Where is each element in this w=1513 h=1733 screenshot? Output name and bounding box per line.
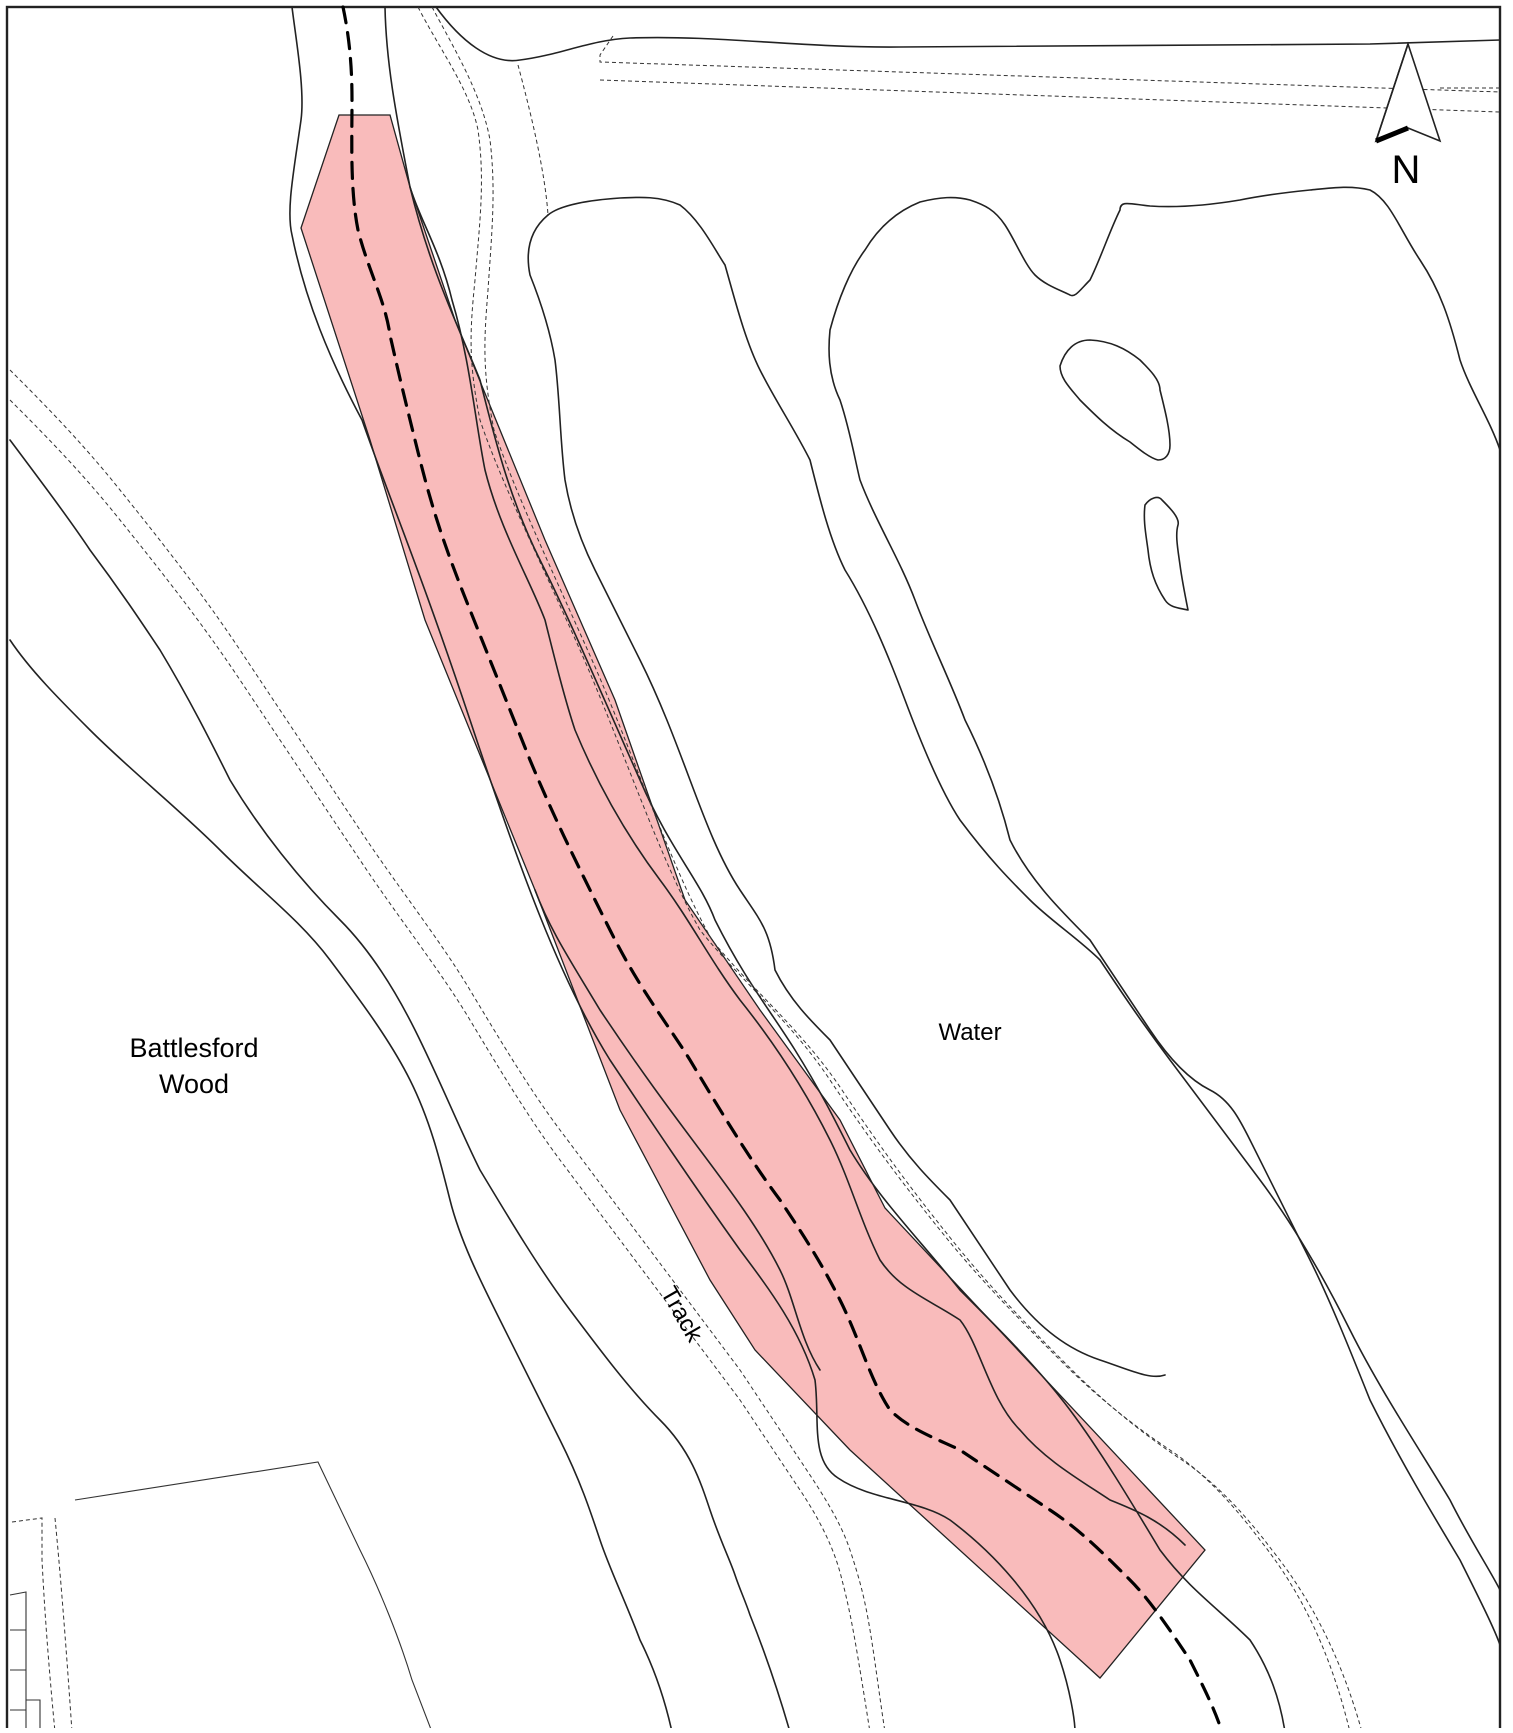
field-line-1 <box>9 439 791 1733</box>
island-1 <box>1059 339 1171 461</box>
bank-line-west <box>409 186 1186 1546</box>
lake-west-outline <box>547 196 1501 1591</box>
north-label: N <box>1392 148 1421 192</box>
bank-line-inner <box>534 889 821 1371</box>
north-arrow-icon: N <box>1374 41 1442 192</box>
lane-east-edge <box>384 6 1286 1733</box>
lake-east-outline <box>828 186 1501 1646</box>
plot-small-box-2 <box>26 1699 41 1732</box>
lane-dotted-2 <box>431 6 1363 1733</box>
label-battlesford: Battlesford <box>129 1033 258 1063</box>
site-boundary <box>300 114 1206 1679</box>
north-road-south-edge <box>435 6 1501 62</box>
lake-west-inner-edge <box>527 214 1166 1378</box>
track-dotted-1 <box>9 369 886 1733</box>
label-track: Track <box>655 1282 708 1348</box>
plot-dotted-2 <box>54 1517 73 1733</box>
label-wood: Wood <box>159 1069 229 1099</box>
north-road-dotted-2 <box>599 79 1501 113</box>
plot-dotted-1 <box>11 1517 56 1733</box>
plot-boundary <box>74 1461 433 1733</box>
track-dotted-2 <box>9 399 871 1733</box>
lane-dotted-3 <box>517 64 549 216</box>
label-water: Water <box>938 1019 1001 1046</box>
lane-west-edge <box>289 6 1076 1733</box>
map-frame <box>5 5 1502 1733</box>
route-centreline <box>341 5 1224 1733</box>
lane-dotted-1 <box>417 6 1351 1733</box>
island-2 <box>1143 496 1189 611</box>
plot-small-box <box>9 1591 27 1732</box>
field-line-2 <box>9 639 673 1733</box>
